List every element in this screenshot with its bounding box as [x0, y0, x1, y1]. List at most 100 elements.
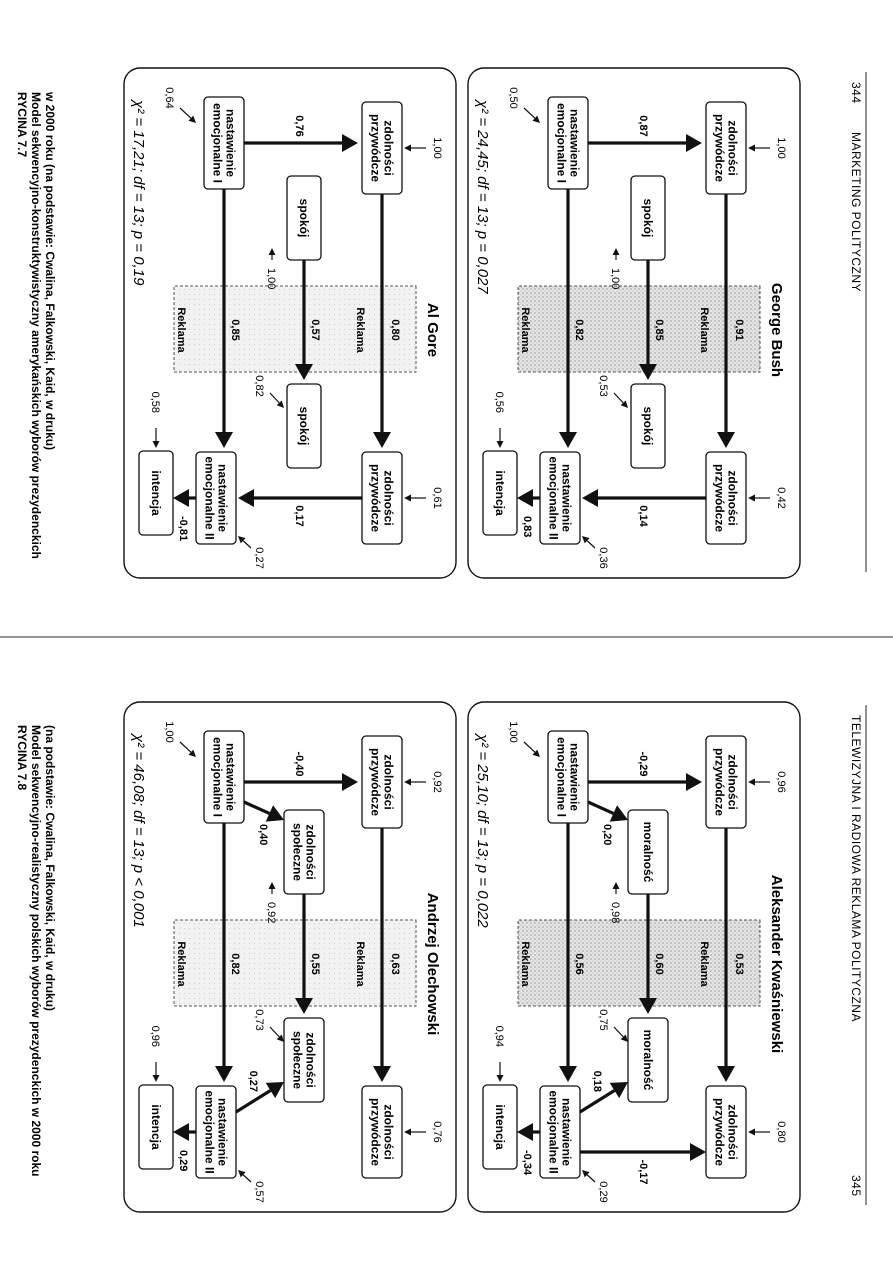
path-ne1-ne2 [215, 189, 233, 448]
box-zdolnosci-przywodcze-1: zdolnościprzywódcze [361, 101, 403, 195]
path-ne2-int [517, 489, 540, 507]
disturbance-arrow [269, 1026, 284, 1042]
coef-int: 0,94 [493, 1026, 505, 1047]
panel-title: George Bush [768, 283, 785, 377]
coef-zp1: 0,92 [431, 771, 443, 792]
disturbance-arrow [404, 144, 426, 152]
box-nastawienie-1: nastawienieemocjonalne I [547, 96, 589, 190]
path-coef: 0,57 [309, 319, 321, 340]
box-label: nastawienieemocjonalne I [555, 737, 582, 817]
disturbance-arrow [268, 248, 276, 260]
fit-statistics: χ² = 25,10; df = 13; p = 0,022 [474, 732, 491, 928]
panel-panel_gore: Al GoreReklamaReklamazdolnościprzywódcze… [123, 67, 457, 579]
disturbance-arrow [404, 778, 426, 786]
box-label: zdolnościprzywódcze [713, 748, 740, 816]
reklama-label: Reklama [519, 941, 531, 987]
coef-zp2: 0,61 [431, 487, 443, 508]
reklama-label: Reklama [519, 307, 531, 353]
box-label: zdolnościprzywódcze [713, 114, 740, 182]
box-label: spokój [641, 407, 655, 446]
coef-zp1: 1,00 [775, 137, 787, 158]
box-mid-1: spokój [630, 175, 666, 261]
box-zdolnosci-przywodcze-2: zdolnościprzywódcze [361, 1085, 403, 1179]
disturbance-arrow [748, 1128, 770, 1136]
reklama-label: Reklama [354, 941, 366, 987]
path-ne2-int [173, 489, 196, 507]
box-mid-2: spokój [286, 383, 322, 469]
box-mid-1: spokój [286, 175, 322, 261]
box-label: zdolnościspołeczne [291, 823, 318, 881]
path-zp2-ne2 [582, 489, 706, 507]
box-mid-1: moralność [627, 809, 669, 895]
path-ne1-zp1 [244, 773, 358, 791]
reklama-label: Reklama [175, 307, 187, 353]
path-ne2-mid2 [235, 1082, 284, 1114]
box-nastawienie-2: nastawienieemocjonalne II [539, 1085, 581, 1179]
figure-caption-line: Model sekwencyjno-konstruktywistyczny am… [29, 92, 43, 559]
path-ne2-mid2 [579, 1082, 628, 1114]
path-ne1-ne2 [559, 189, 577, 448]
coef-mid2: 0,82 [253, 375, 265, 396]
path-ne2-int [173, 1123, 196, 1141]
box-nastawienie-1: nastawienieemocjonalne I [203, 730, 245, 824]
box-label: nastawienieemocjonalne II [547, 456, 574, 539]
panel-title: Aleksander Kwaśniewski [768, 875, 785, 1053]
path-ne1-zp1 [588, 134, 702, 152]
figure-label: RYCINA 7.8 [15, 725, 29, 790]
path-coef: 0,20 [601, 824, 613, 845]
disturbance-arrow [613, 392, 628, 408]
box-intencja: intencja [138, 450, 174, 536]
box-label: zdolnościprzywódcze [369, 748, 396, 816]
figure-label: RYCINA 7.7 [15, 92, 29, 157]
path-ne1-zp1 [588, 773, 702, 791]
path-ne1-mid1 [243, 800, 284, 822]
box-nastawienie-1: nastawienieemocjonalne I [203, 96, 245, 190]
path-mid1-mid2 [295, 894, 313, 1014]
coef-mid1: 0,98 [609, 902, 621, 923]
panel-frame [467, 67, 801, 579]
path-coef: 0,82 [229, 953, 241, 974]
reklama-label: Reklama [354, 307, 366, 353]
box-mid-1: zdolnościspołeczne [283, 809, 325, 895]
path-coef: 0,40 [257, 824, 269, 845]
coef-ne1: 0,50 [507, 87, 519, 108]
reklama-band [517, 285, 761, 373]
fit-statistics: χ² = 17,21; df = 13; p = 0,19 [130, 98, 147, 286]
path-zp1-zp2 [373, 194, 391, 448]
disturbance-arrow [748, 778, 770, 786]
box-label: moralność [641, 822, 655, 883]
disturbance-arrow [152, 1062, 160, 1082]
box-nastawienie-2: nastawienieemocjonalne II [539, 451, 581, 545]
path-coef: 0,55 [309, 953, 321, 974]
box-label: zdolnościprzywódcze [369, 114, 396, 182]
disturbance-arrow [612, 882, 620, 894]
box-label: spokój [641, 199, 655, 238]
coef-ne1: 0,64 [163, 87, 175, 108]
disturbance-arrow [496, 1062, 504, 1082]
path-coef: 0,80 [389, 319, 401, 340]
disturbance-arrow [179, 741, 196, 757]
path-zp1-zp2 [373, 828, 391, 1082]
box-label: spokój [297, 199, 311, 238]
box-intencja: intencja [482, 450, 518, 536]
path-coef: 0,56 [573, 953, 585, 974]
coef-zp2: 0,80 [775, 1121, 787, 1142]
coef-mid1: 0,92 [265, 902, 277, 923]
path-ne1-mid1 [587, 800, 628, 822]
coef-ne2: 0,57 [253, 1181, 265, 1202]
running-header: TELEWIZYJNA I RADIOWA REKLAMA POLITYCZNA [849, 715, 863, 1022]
disturbance-arrow [404, 494, 426, 502]
box-label: spokój [297, 407, 311, 446]
path-ne2-int [517, 1123, 540, 1141]
path-coef: -0,34 [521, 1150, 533, 1176]
figure-caption-line: Model sekwencyjno-realistyczny polskich … [29, 725, 43, 1177]
figure-caption-line: w 2000 roku (na podstawie: Cwalina, Falk… [43, 91, 57, 450]
panel-frame [123, 67, 457, 579]
path-coef: 0,53 [733, 953, 745, 974]
path-coef: 0,76 [293, 115, 305, 136]
